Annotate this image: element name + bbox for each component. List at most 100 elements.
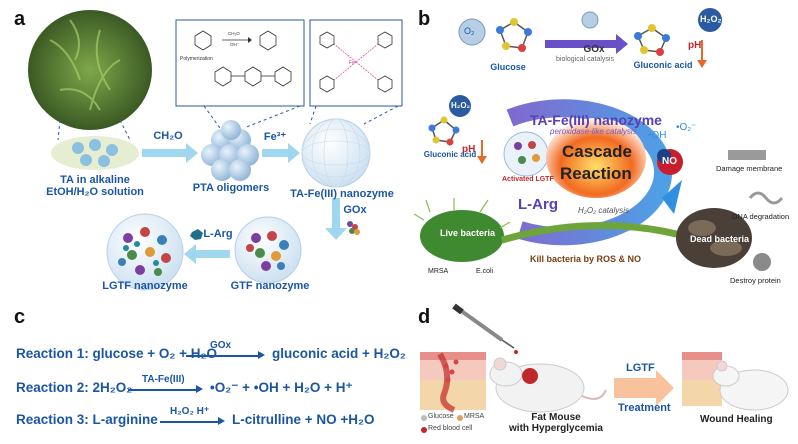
reaction-3-products: L-citrulline + NO +H₂O	[232, 412, 375, 427]
legend-glucose: Glucose	[428, 413, 454, 420]
syringe-icon	[452, 303, 515, 349]
reaction-label: Reaction	[560, 164, 632, 183]
pta-label: PTA oligomers	[192, 182, 270, 194]
reaction-2-products: •O₂⁻ + •OH + H₂O + H⁺	[210, 380, 353, 395]
gox-sub-label: biological catalysis	[556, 56, 614, 63]
gox-b-label: GOx	[583, 44, 605, 55]
h2o2-left-label: H₂O₂	[451, 101, 471, 110]
reaction-1-arrowhead	[258, 351, 265, 359]
arrow-larg	[184, 244, 230, 264]
kill-label: Kill bacteria by ROS & NO	[530, 254, 642, 264]
reaction-2-arrow	[128, 389, 200, 391]
wound-healing-label: Wound Healing	[700, 414, 773, 425]
panel-label-d: d	[418, 306, 431, 328]
ph-left-label: pH	[462, 144, 476, 155]
ecoli-label: E.coli	[476, 268, 494, 275]
reaction-3-catalyst: H₂O₂ H⁺	[170, 406, 210, 417]
gox-enzyme-icon	[347, 221, 360, 235]
larg-icon	[190, 229, 203, 240]
activated-label: Activated LGTF	[502, 176, 554, 183]
membrane-icon	[728, 150, 766, 160]
gtf-label: GTF nanozyme	[230, 280, 310, 292]
tafe-b-label: TA-Fe(III) nanozyme	[530, 112, 662, 128]
ring-arrowhead	[662, 180, 682, 214]
legend-rbc: Red blood cell	[428, 425, 473, 432]
mrsa-b-label: MRSA	[428, 268, 449, 275]
treatment-arrow	[614, 370, 674, 406]
panel-label-c: c	[14, 306, 26, 328]
fe-complex-box	[309, 19, 403, 107]
panel-label-a: a	[14, 8, 26, 30]
larg-b-label: L-Arg	[518, 196, 558, 213]
healed-mouse-icon	[712, 360, 789, 411]
treatment-label: Treatment	[618, 402, 671, 414]
ch2o-small-label: CH₂O	[228, 31, 240, 36]
reaction-2-label: Reaction 2: 2H₂O₂	[16, 380, 133, 395]
ch2o-label: CH₂O	[153, 130, 183, 142]
dead-label: Dead bacteria	[690, 234, 750, 244]
o2-label: O₂	[464, 26, 475, 36]
reaction-3-arrowhead	[218, 417, 225, 425]
gox-ball-icon	[581, 11, 599, 29]
o2-molecule-icon	[458, 18, 486, 46]
peroxidase-label: peroxidase-like catalysis	[550, 127, 637, 136]
kill-arrow	[501, 222, 693, 244]
oh-small-label: OH⁻	[230, 42, 240, 47]
damage-label: Damage membrane	[716, 164, 783, 173]
larg-label: L-Arg	[203, 228, 233, 240]
activated-lgtf-icon	[503, 131, 549, 177]
reaction-1-arrow	[186, 355, 262, 357]
arrow-gox-b	[545, 34, 628, 54]
reaction-1-products: gluconic acid + H₂O₂	[272, 346, 406, 361]
skin-tissue-icon	[420, 352, 486, 413]
reaction-2-catalyst: TA-Fe(III)	[142, 374, 185, 385]
gox-label: GOx	[343, 204, 367, 216]
gtf-nanozyme-icon	[234, 216, 302, 284]
fe-center-text: Fe	[349, 60, 355, 66]
ta-solution-oval	[51, 136, 139, 170]
reaction-3-arrow	[160, 421, 222, 423]
dna-label: DNA degradation	[732, 212, 790, 221]
gluconic-left-label: Gluconic acid	[423, 150, 477, 159]
dna-icon	[748, 191, 784, 205]
arrow-ch2o	[142, 143, 198, 163]
protein-icon	[753, 253, 771, 271]
ph-top-label: pH	[688, 40, 702, 51]
panel-b-graphic	[413, 8, 784, 271]
arrow-gox	[325, 198, 347, 240]
arrow-fe	[262, 143, 300, 163]
legend-mrsa: MRSA	[464, 413, 485, 420]
gluconic-top-label: Gluconic acid	[633, 60, 693, 70]
reaction-3-label: Reaction 3: L-arginine	[16, 412, 158, 427]
h2o2-ball-top	[698, 8, 722, 32]
h2o2-top-label: H₂O₂	[700, 14, 722, 24]
fat-mouse-icon	[489, 357, 607, 413]
fe-label: Fe³⁺	[263, 131, 287, 143]
pta-oligomers-icon	[201, 120, 259, 181]
h2o2-ball-left	[449, 95, 471, 117]
live-bacteria-icon	[420, 210, 504, 262]
h2o2-cat-label: H₂O₂ catalysis	[578, 206, 629, 215]
panel-d-graphic	[420, 303, 789, 433]
reaction-2-arrowhead	[196, 385, 203, 393]
cascade-label: Cascade	[562, 142, 632, 161]
oh-label: •OH	[648, 130, 667, 141]
no-label: NO	[662, 156, 677, 167]
live-label: Live bacteria	[440, 228, 496, 238]
healed-tissue-icon	[682, 352, 722, 406]
reaction-1-catalyst: GOx	[210, 340, 232, 351]
polymerization-box	[175, 19, 305, 107]
panel-label-b: b	[418, 8, 431, 30]
lgtf-d-label: LGTF	[626, 362, 655, 374]
polymerization-label: Polymerization	[180, 56, 213, 62]
cascade-fire-icon	[546, 118, 646, 198]
destroy-label: Destroy protein	[730, 276, 781, 285]
reaction-1-label: Reaction 1: glucose + O₂ + H₂O	[16, 346, 218, 361]
panel-a-graphic: CH₂O OH⁻ Polymerization Fe	[28, 10, 403, 291]
glucose-label: Glucose	[490, 62, 526, 72]
lgtf-label: LGTF nanozyme	[102, 280, 188, 292]
tea-leaf-photo	[28, 10, 152, 130]
o2rad-label: •O₂⁻	[676, 122, 697, 133]
